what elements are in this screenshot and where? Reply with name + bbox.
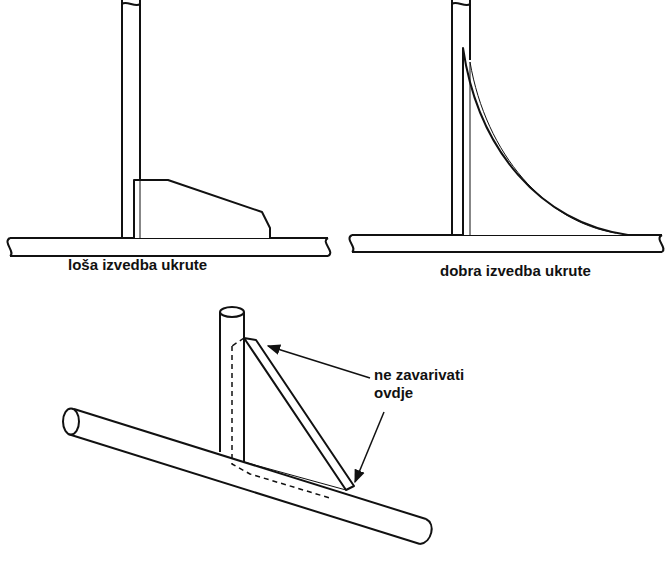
figure-caption: dobra izvedba ukrute — [440, 262, 591, 280]
callout-note: ne zavarivati ovdje — [374, 366, 474, 402]
poor-stiffener-figure — [7, 0, 330, 256]
perspective-figure — [63, 307, 432, 544]
figure-caption: loša izvedba ukrute — [68, 256, 207, 274]
good-stiffener-figure — [349, 0, 663, 252]
